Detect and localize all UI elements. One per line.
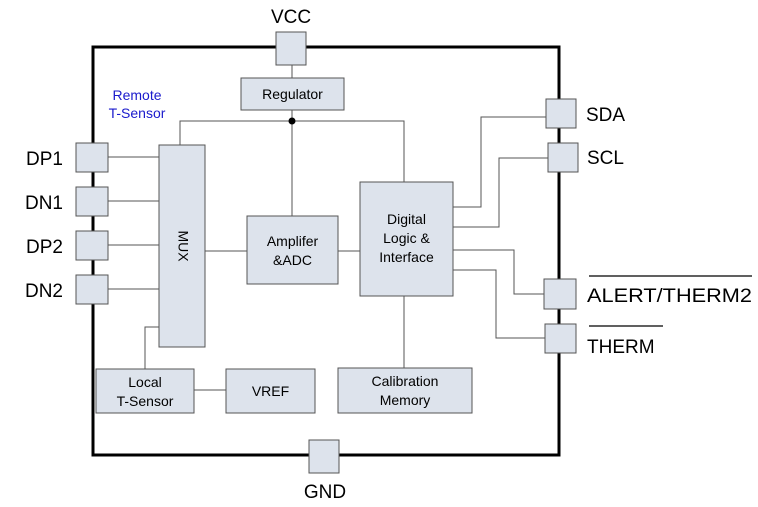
pin-box-dp2: [75, 230, 109, 261]
pin-box-scl: [547, 142, 579, 173]
mux-label: MUX: [175, 230, 191, 262]
amplifier-label-line2: &ADC: [273, 252, 312, 268]
junction-dot: [288, 117, 296, 125]
digital-logic-block: Digital Logic & Interface: [359, 181, 454, 297]
pin-label-alert: ALERT/THERM2: [587, 286, 752, 307]
remote-sensor-note-line1: Remote: [112, 87, 161, 103]
vref-block: VREF: [225, 368, 316, 414]
pin-box-vcc: [275, 31, 307, 66]
pin-label-gnd: GND: [304, 482, 346, 503]
digital-logic-label-line3: Interface: [379, 249, 434, 265]
calibration-label-line2: Memory: [380, 392, 431, 408]
calibration-label-line1: Calibration: [372, 373, 439, 389]
local-sensor-block: Local T-Sensor: [95, 368, 195, 414]
pin-label-therm: THERM: [587, 337, 655, 358]
pin-box-therm: [544, 323, 577, 354]
regulator-block: Regulator: [240, 77, 345, 111]
pin-box-dn2: [75, 274, 109, 305]
pin-box-sda: [545, 98, 577, 129]
wires: [108, 65, 548, 391]
pin-label-dn1: DN1: [25, 193, 63, 214]
digital-logic-label-line1: Digital: [387, 211, 426, 227]
pin-label-scl: SCL: [587, 148, 624, 169]
amplifier-label-line1: Amplifer: [267, 233, 319, 249]
mux-block: MUX: [158, 144, 206, 348]
remote-sensor-note-line2: T-Sensor: [109, 105, 166, 121]
pin-label-sda: SDA: [586, 105, 625, 126]
regulator-label: Regulator: [262, 86, 323, 102]
digital-logic-label-line2: Logic &: [383, 230, 430, 246]
pin-label-dp1: DP1: [26, 149, 63, 170]
pin-box-alert: [543, 278, 577, 310]
pin-label-dn2: DN2: [25, 281, 63, 302]
vref-label: VREF: [252, 383, 289, 399]
pin-label-dp2: DP2: [26, 237, 63, 258]
local-sensor-label-line1: Local: [128, 374, 161, 390]
pin-boxes: [75, 31, 579, 474]
amplifier-block: Amplifer &ADC: [246, 215, 339, 285]
pin-box-gnd: [308, 439, 340, 474]
pin-label-vcc: VCC: [271, 7, 311, 28]
local-sensor-label-line2: T-Sensor: [117, 393, 174, 409]
pin-box-dn1: [75, 186, 109, 217]
calibration-block: Calibration Memory: [337, 367, 473, 414]
pin-box-dp1: [75, 142, 109, 173]
